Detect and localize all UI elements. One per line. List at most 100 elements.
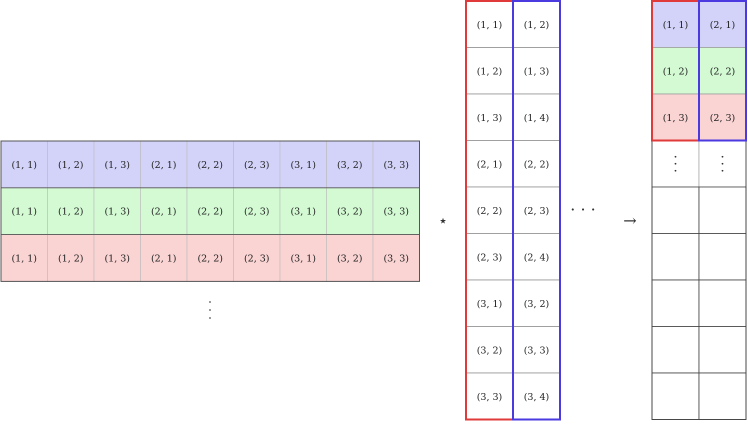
input-cell [93,234,141,282]
input-cell [372,187,420,235]
input-cell [0,187,48,235]
kernel-cell-label: (1, 2) [477,66,503,77]
input-cell-label: (3, 3) [383,160,409,171]
input-cell [372,234,420,282]
kernel-cell-label: (2, 2) [477,206,503,217]
input-matrix: (1, 1) (1, 2) (1, 3) (2, 1) (2, 2) (2, 3) (3, … [0,140,420,282]
result-vdot [674,169,677,172]
input-cell-label: (1, 1) [11,254,37,265]
result-vdot [721,162,724,165]
kernel-cell-label: (1, 3) [477,113,503,124]
input-cell-label: (3, 1) [290,254,316,265]
input-cell-label: (3, 1) [290,160,316,171]
kernel-cell-label: (3, 2) [477,345,503,356]
kernel-cell [465,47,514,95]
input-cell-label: (3, 2) [337,254,363,265]
input-cell-label: (1, 2) [58,160,84,171]
input-cell [0,140,48,189]
result-cell-label: (1, 1) [663,20,689,31]
input-cell [47,234,95,282]
input-cell [0,234,48,282]
input-cell [279,187,327,235]
result-cell [651,93,700,141]
result-column-outline [698,0,747,142]
input-cell-label: (2, 2) [197,207,223,218]
input-cell-label: (1, 2) [58,207,84,218]
kernel-cell-label: (3, 4) [524,392,550,403]
result-cell-label: (2, 3) [710,113,736,124]
result-vdot [721,155,724,158]
kernel-cell-label: (2, 4) [524,252,550,263]
result-matrix: (1, 1) (2, 1) (1, 2) (2, 2) (1, 3) (2, 3) [651,0,747,420]
input-cell [326,140,374,189]
result-empty-cell [698,279,747,327]
result-cell [698,0,747,48]
result-cell-label: (1, 3) [663,113,689,124]
kernel-cell-label: (1, 3) [524,66,550,77]
kernel-cell [512,279,561,327]
input-cell-label: (1, 3) [104,254,130,265]
input-cell-label: (2, 3) [244,254,270,265]
result-vdot [674,162,677,165]
result-vdot [721,169,724,172]
input-cell [140,140,188,189]
result-vdot [674,155,677,158]
kernel-cell-label: (1, 4) [524,113,550,124]
kernel-cell-label: (1, 2) [524,20,550,31]
kernel-cell [512,326,561,374]
input-cell [93,187,141,235]
result-empty-cell [698,326,747,374]
input-cell-label: (1, 3) [104,160,130,171]
result-cell [698,47,747,95]
kernel-cell-label: (2, 1) [477,159,503,170]
kernel-cell-label: (3, 1) [477,299,503,310]
input-cell-label: (2, 3) [244,160,270,171]
input-matrix-border [0,140,420,282]
input-cell-label: (2, 2) [197,160,223,171]
result-cell-label: (2, 1) [710,20,736,31]
result-empty-cell [698,372,747,420]
result-empty-cell [651,326,700,374]
input-cell-label: (1, 2) [58,254,84,265]
kernel-cell-label: (3, 3) [524,345,550,356]
input-cell-label: (2, 2) [197,254,223,265]
kernel-cell [465,140,514,188]
result-cell-label: (1, 2) [663,66,689,77]
input-cell-label: (1, 1) [11,207,37,218]
kernel-cell [512,93,561,141]
input-cell [326,187,374,235]
input-cell [233,140,281,189]
input-cell-label: (3, 3) [383,254,409,265]
input-cell-label: (2, 1) [151,207,177,218]
kernel-column-outline [512,0,561,421]
result-empty-cell [698,186,747,234]
left-matrix-vdots [209,301,211,319]
continuation-dots: · · · [570,200,595,219]
input-cell [279,234,327,282]
input-cell-label: (3, 1) [290,207,316,218]
input-cell-label: (1, 1) [11,160,37,171]
input-cell-label: (3, 2) [337,160,363,171]
kernel-cell [465,326,514,374]
kernel-cell-label: (3, 3) [477,392,503,403]
kernel-cell-label: (3, 2) [524,299,550,310]
kernel-cell-label: (1, 1) [477,20,503,31]
result-empty-cell [651,279,700,327]
input-cell [186,234,234,282]
result-cell-label: (2, 2) [710,66,736,77]
input-cell-label: (2, 1) [151,254,177,265]
kernel-cell-label: (2, 2) [524,159,550,170]
kernel-cell-label: (2, 3) [477,252,503,263]
kernel-cell [512,47,561,95]
result-empty-cell [651,372,700,420]
operator-symbol: ⋆ [438,211,448,230]
kernel-cell-label: (2, 3) [524,206,550,217]
result-empty-cell [651,233,700,281]
result-empty-cell [698,233,747,281]
input-cell-label: (1, 3) [104,207,130,218]
input-cell [47,140,95,189]
result-empty-cell [651,186,700,234]
input-cell-label: (2, 3) [244,207,270,218]
kernel-matrix: (1, 1) (1, 2) (1, 3) (2, 1) (2, 2) (2, 3) (3, … [465,0,561,421]
